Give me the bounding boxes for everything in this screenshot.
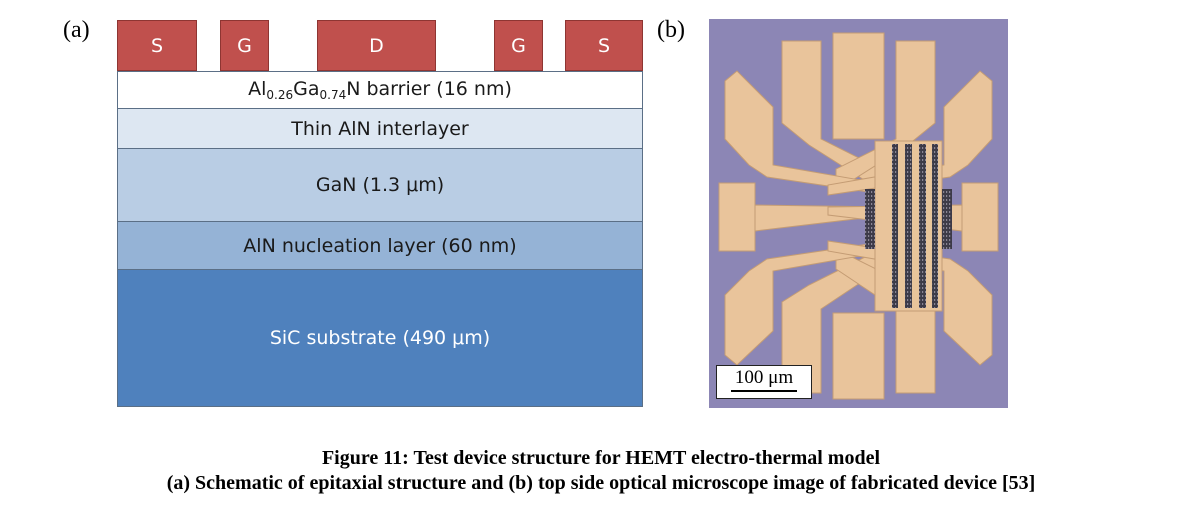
aln-nucleation-layer: AlN nucleation layer (60 nm) (117, 222, 643, 270)
aln-interlayer: Thin AlN interlayer (117, 109, 643, 149)
gan-label: GaN (1.3 μm) (315, 174, 445, 196)
interlayer-label: Thin AlN interlayer (291, 117, 469, 140)
panel-a-label: (a) (63, 17, 90, 43)
scale-bar-label: 100 μm (734, 367, 794, 388)
figure-caption-description: (a) Schematic of epitaxial structure and… (166, 472, 1036, 494)
gate-fingers (865, 144, 952, 308)
source-contact-right: S (565, 20, 643, 71)
gan-layer: GaN (1.3 μm) (117, 149, 643, 222)
substrate-label: SiC substrate (490 μm) (269, 327, 491, 349)
drain-contact: D (317, 20, 436, 71)
device-micrograph (709, 19, 1008, 408)
scale-bar-line (731, 390, 797, 392)
algan-barrier-layer: Al0.26Ga0.74N barrier (16 nm) (117, 71, 643, 109)
scale-bar: 100 μm (716, 365, 812, 399)
gate-contact-right: G (494, 20, 543, 71)
epitaxial-stack: Al0.26Ga0.74N barrier (16 nm) Thin AlN i… (117, 71, 643, 407)
barrier-label: Al0.26Ga0.74N barrier (16 nm) (248, 78, 512, 102)
source-contact-left: S (117, 20, 197, 71)
figure-caption-title: Figure 11: Test device structure for HEM… (321, 447, 881, 469)
nucleation-label: AlN nucleation layer (60 nm) (243, 234, 517, 257)
panel-b-label: (b) (657, 17, 685, 43)
sic-substrate-layer: SiC substrate (490 μm) (117, 270, 643, 407)
gate-contact-left: G (220, 20, 269, 71)
